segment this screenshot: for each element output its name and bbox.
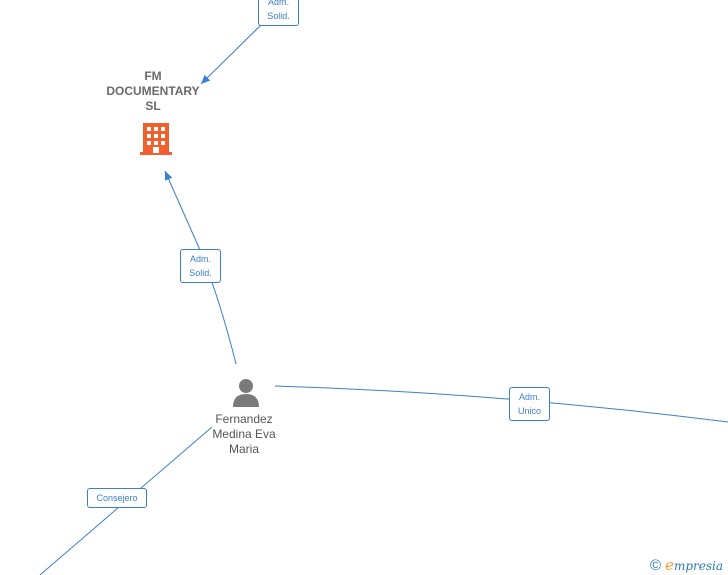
brand-name: empresia (665, 556, 724, 574)
person-label[interactable]: Fernandez Medina Eva Maria (212, 412, 276, 456)
edge-label-person-right[interactable]: Adm. Unico (509, 387, 550, 421)
empresia-logo: © empresia (650, 556, 723, 574)
edge-label-person-bottom[interactable]: Consejero (87, 488, 147, 508)
edge-top-to-company[interactable] (200, 23, 263, 85)
building-icon[interactable] (139, 121, 173, 157)
copyright-symbol: © (650, 556, 662, 574)
edge-label-top[interactable]: Adm. Solid. (258, 0, 299, 26)
person-icon[interactable] (231, 377, 261, 407)
edge-person-to-right[interactable] (274, 385, 728, 423)
company-label[interactable]: FM DOCUMENTARY SL (106, 69, 200, 113)
edge-label-person-company[interactable]: Adm. Solid. (180, 249, 221, 283)
